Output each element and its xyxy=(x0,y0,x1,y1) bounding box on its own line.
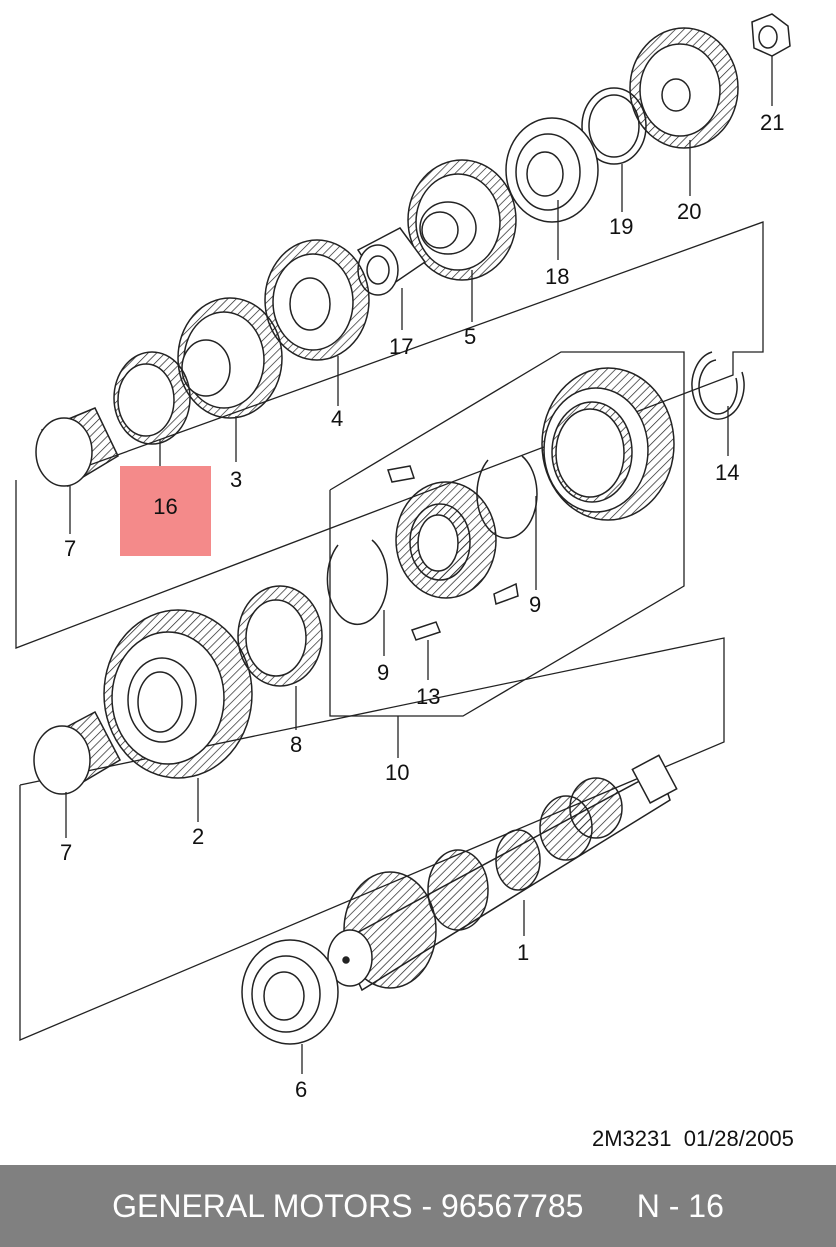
part-10-sleeve[interactable] xyxy=(541,367,675,521)
part-19-ring[interactable] xyxy=(581,87,647,165)
label-13[interactable]: 13 xyxy=(416,684,440,709)
label-19[interactable]: 19 xyxy=(609,214,633,239)
footer-bar: GENERAL MOTORS - 96567785 N - 16 xyxy=(0,1165,836,1247)
part-18-bearing[interactable] xyxy=(505,117,599,223)
shaft-frame xyxy=(19,637,725,1041)
highlight-callout-16[interactable]: 16 xyxy=(120,466,211,556)
part-6-bearing[interactable] xyxy=(241,939,339,1045)
label-6[interactable]: 6 xyxy=(295,1077,307,1102)
label-5[interactable]: 5 xyxy=(464,324,476,349)
label-20[interactable]: 20 xyxy=(677,199,701,224)
label-9-right[interactable]: 9 xyxy=(529,592,541,617)
part-14-snap-ring[interactable] xyxy=(691,351,745,420)
label-17[interactable]: 17 xyxy=(389,334,413,359)
part-5-gear[interactable] xyxy=(407,159,517,281)
part-4-gear[interactable] xyxy=(264,239,370,361)
part-7-needle-bearing-upper[interactable] xyxy=(35,407,119,488)
part-9-snap-ring-left[interactable] xyxy=(326,539,389,626)
part-21-nut[interactable] xyxy=(751,13,791,57)
group-frames xyxy=(15,221,764,1041)
label-1[interactable]: 1 xyxy=(517,940,529,965)
drawing-id: 2M3231 01/28/2005 xyxy=(592,1126,794,1151)
part-16-ring[interactable] xyxy=(113,351,191,445)
highlight-label: 16 xyxy=(153,494,178,519)
part-7-needle-bearing-lower[interactable] xyxy=(33,710,121,795)
part-2-gear[interactable] xyxy=(103,609,253,779)
part-9-snap-ring-right[interactable] xyxy=(476,455,538,539)
part-20-gear[interactable] xyxy=(629,27,739,149)
label-18[interactable]: 18 xyxy=(545,264,569,289)
footer-page-ref: N - 16 xyxy=(636,1187,724,1224)
sync-frame xyxy=(329,351,685,717)
label-4[interactable]: 4 xyxy=(331,406,343,431)
label-7-upper[interactable]: 7 xyxy=(64,536,76,561)
part-3-gear[interactable] xyxy=(177,297,283,419)
label-10[interactable]: 10 xyxy=(385,760,409,785)
part-17-sleeve[interactable] xyxy=(356,227,427,296)
part-labels: 21 20 19 18 5 17 4 3 7 14 9 9 13 10 8 2 … xyxy=(60,110,784,1102)
part-13-keys[interactable] xyxy=(387,465,519,641)
label-14[interactable]: 14 xyxy=(715,460,739,485)
part-1-shaft[interactable] xyxy=(327,754,678,992)
label-9-left[interactable]: 9 xyxy=(377,660,389,685)
label-7-lower[interactable]: 7 xyxy=(60,840,72,865)
exploded-gear-diagram: 21 20 19 18 5 17 4 3 7 14 9 9 13 10 8 2 … xyxy=(15,13,791,1102)
label-2[interactable]: 2 xyxy=(192,824,204,849)
leader-lines xyxy=(65,56,773,1074)
footer-brand-part: GENERAL MOTORS - 96567785 xyxy=(112,1187,584,1224)
part-8-ring[interactable] xyxy=(237,585,323,687)
label-3[interactable]: 3 xyxy=(230,467,242,492)
label-21[interactable]: 21 xyxy=(760,110,784,135)
upper-frame xyxy=(15,221,764,649)
label-8[interactable]: 8 xyxy=(290,732,302,757)
synchro-hub[interactable] xyxy=(395,481,497,599)
